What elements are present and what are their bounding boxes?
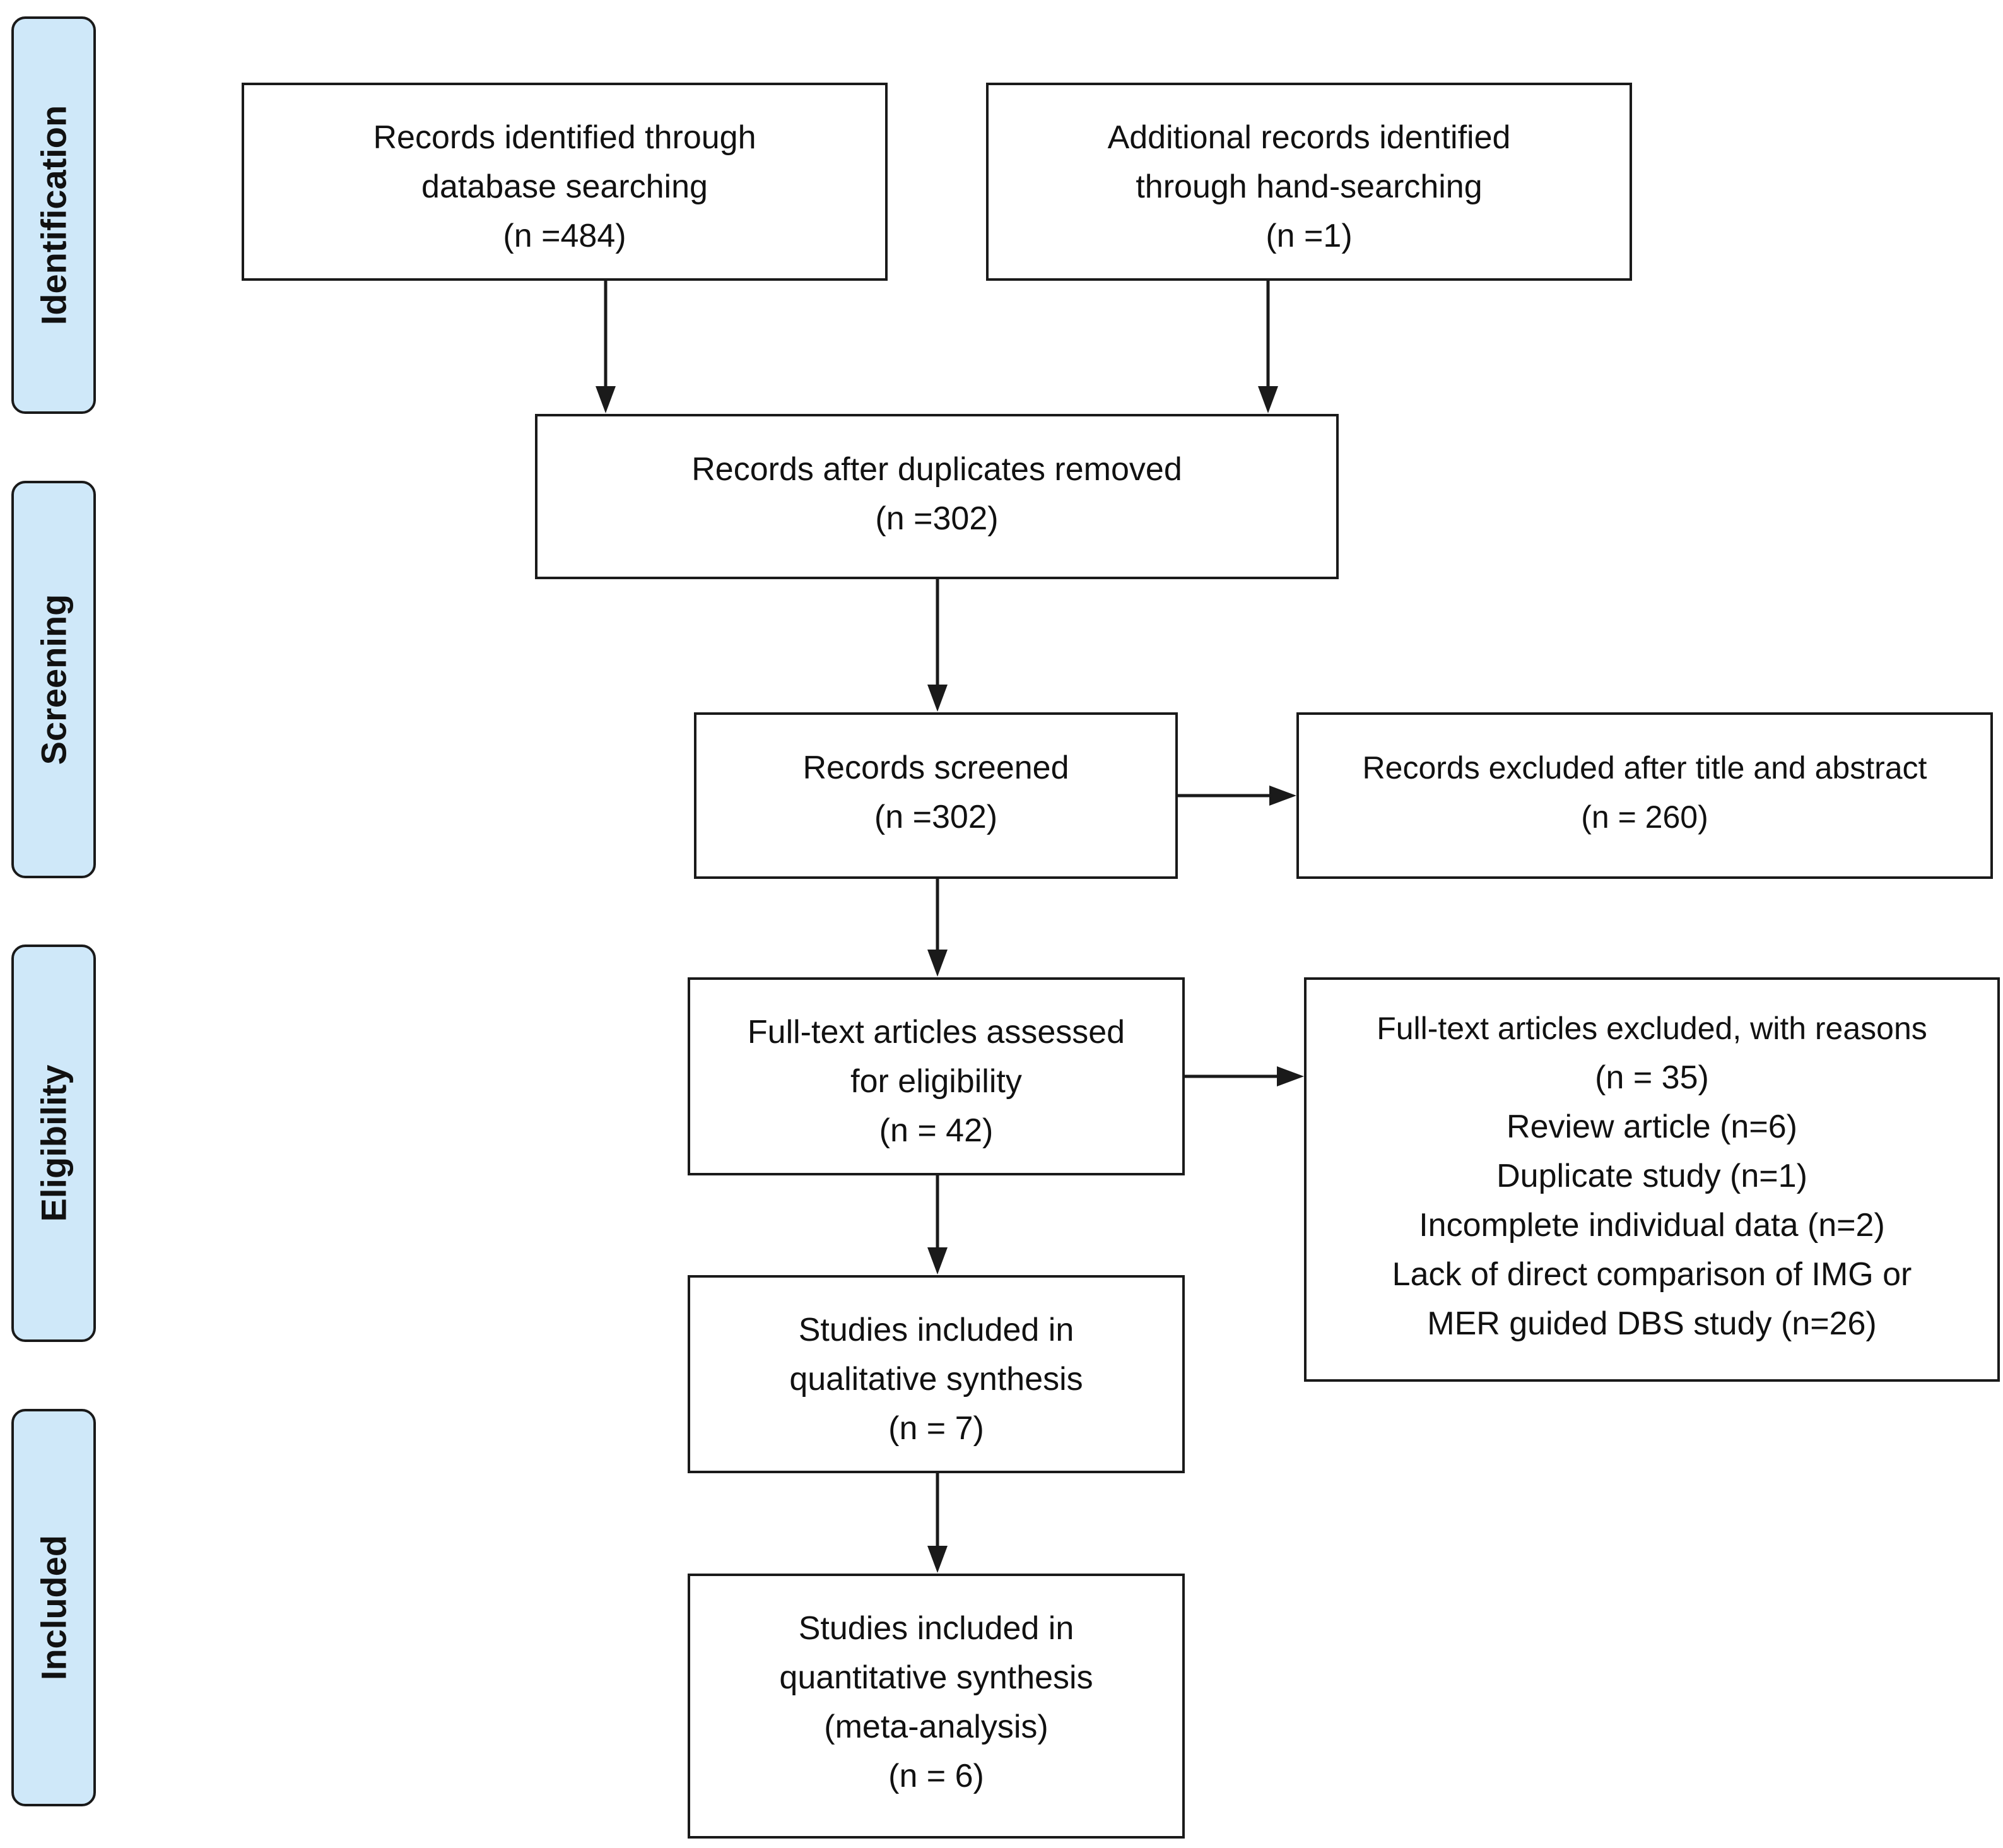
box-hand-search-records: Additional records identified through ha… [986,83,1632,281]
fulltext-excluded-header: Full-text articles excluded, with reason… [1377,1011,1927,1046]
database-records-line-2: database searching [421,168,708,205]
excluded-title-abstract-line-2: (n = 260) [1581,799,1708,835]
quantitative-line-2: quantitative synthesis [779,1659,1093,1696]
arrowhead-qualitative-to-quantitative [927,1546,948,1573]
box-quantitative-synthesis: Studies included in quantitative synthes… [688,1574,1185,1839]
screened-line-2: (n =302) [874,799,998,835]
fulltext-excluded-count: (n = 35) [1595,1059,1709,1096]
box-fulltext-assessed: Full-text articles assessed for eligibil… [688,977,1185,1175]
hand-search-line-2: through hand-searching [1136,168,1483,205]
quantitative-line-4: (n = 6) [888,1758,984,1794]
arrowhead-duplicates-to-screened [927,685,948,712]
excluded-title-abstract-line-1: Records excluded after title and abstrac… [1362,750,1927,786]
box-qualitative-synthesis: Studies included in qualitative synthesi… [688,1275,1185,1473]
qualitative-line-2: qualitative synthesis [789,1361,1083,1398]
fulltext-excluded-reason-comparison-1: Lack of direct comparison of IMG or [1392,1256,1912,1293]
qualitative-line-3: (n = 7) [888,1410,984,1447]
database-records-line-3: (n =484) [503,218,626,254]
after-duplicates-line-2: (n =302) [875,500,999,537]
hand-search-line-1: Additional records identified [1107,119,1511,156]
quantitative-line-3: (meta-analysis) [824,1709,1048,1745]
screened-line-1: Records screened [802,750,1069,786]
database-records-line-1: Records identified through [373,119,756,156]
fulltext-assessed-line-2: for eligibility [850,1063,1022,1100]
phase-eligibility: Eligibility [11,945,96,1342]
phase-identification: Identification [11,16,96,414]
box-fulltext-excluded: Full-text articles excluded, with reason… [1304,977,2000,1382]
fulltext-excluded-reason-incomplete: Incomplete individual data (n=2) [1419,1207,1885,1244]
hand-search-line-3: (n =1) [1266,218,1353,254]
box-after-duplicates: Records after duplicates removed (n =302… [535,414,1339,579]
fulltext-excluded-reason-duplicate: Duplicate study (n=1) [1496,1158,1807,1194]
quantitative-line-1: Studies included in [798,1610,1074,1647]
box-excluded-title-abstract: Records excluded after title and abstrac… [1296,712,1993,879]
arrowhead-screened-to-fulltext [927,950,948,977]
fulltext-assessed-line-1: Full-text articles assessed [747,1014,1125,1051]
qualitative-line-1: Studies included in [798,1312,1074,1348]
arrowhead-fulltext-to-qualitative [927,1247,948,1274]
arrowhead-screened-to-excluded [1269,786,1296,806]
phase-included: Included [11,1409,96,1806]
arrowhead-database-to-duplicates [596,386,616,413]
arrowhead-hand-to-duplicates [1258,386,1278,413]
arrowhead-fulltext-to-excluded [1277,1066,1304,1086]
box-records-screened: Records screened (n =302) [694,712,1178,879]
after-duplicates-line-1: Records after duplicates removed [691,451,1182,488]
fulltext-assessed-line-3: (n = 42) [879,1112,994,1149]
fulltext-excluded-reason-review: Review article (n=6) [1507,1109,1797,1145]
box-database-records: Records identified through database sear… [242,83,888,281]
fulltext-excluded-reason-comparison-2: MER guided DBS study (n=26) [1427,1305,1877,1342]
phase-screening: Screening [11,481,96,878]
